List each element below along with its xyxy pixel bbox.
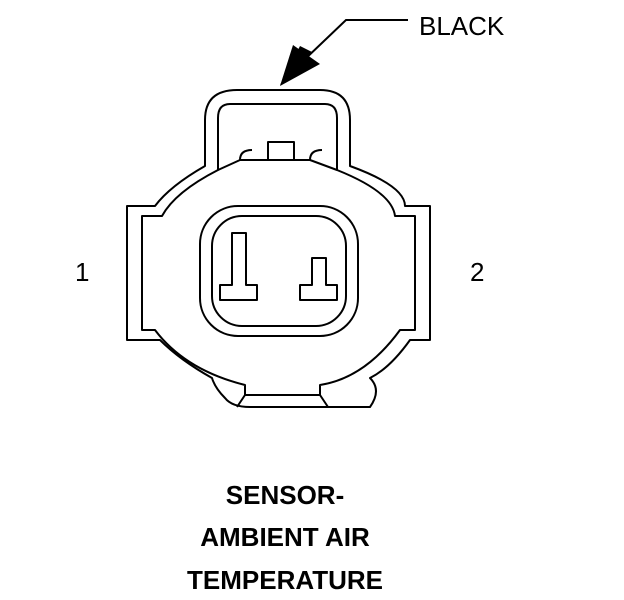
terminal-1 (219, 232, 258, 301)
pin-label-1: 1 (75, 257, 90, 287)
connector-housing (126, 89, 431, 408)
title-line-1: SENSOR- (225, 480, 345, 510)
title-line-2: AMBIENT AIR (200, 522, 370, 552)
pin-label-2: 2 (470, 257, 485, 287)
terminal-2 (299, 257, 338, 301)
title-line-3: TEMPERATURE (187, 565, 383, 595)
wire-color-label: BLACK (419, 11, 505, 41)
leader-line (301, 19, 408, 63)
leader-arrowhead-body (280, 45, 320, 86)
